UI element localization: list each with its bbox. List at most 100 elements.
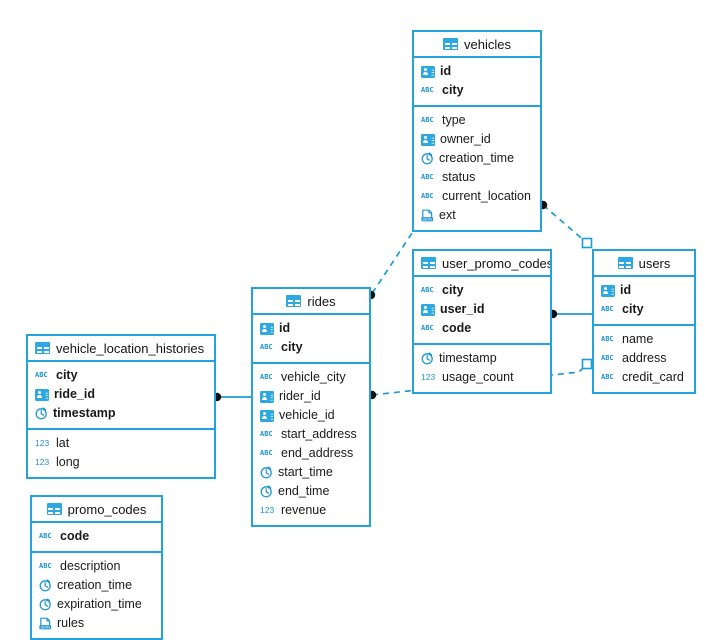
field-name: city — [442, 283, 464, 298]
json-document-icon: JSON — [421, 209, 434, 222]
field-name: current_location — [442, 189, 531, 204]
field-row[interactable]: id — [253, 319, 369, 338]
abc-string-icon: ABC — [601, 373, 614, 381]
field-row[interactable]: creation_time — [32, 576, 161, 595]
abc-string-icon: ABC — [39, 562, 52, 570]
table-title: vehicle_location_histories — [56, 340, 205, 356]
field-name: owner_id — [440, 132, 491, 147]
table-icon — [35, 342, 50, 354]
field-name: status — [442, 170, 476, 185]
field-name: lat — [56, 436, 70, 451]
relationship-vehicles-users[interactable] — [538, 200, 593, 249]
123-number-icon: 123 — [421, 372, 436, 382]
table-icon — [443, 38, 459, 50]
table-header[interactable]: vehicle_location_histories — [28, 336, 214, 362]
id-key-icon — [601, 284, 615, 297]
field-name: start_time — [278, 465, 333, 480]
id-key-icon — [421, 133, 435, 146]
relationship-user_promo_codes-users[interactable] — [548, 309, 592, 319]
table-header[interactable]: rides — [253, 289, 369, 315]
field-name: type — [442, 113, 466, 128]
field-row[interactable]: id — [594, 281, 694, 300]
table-icon — [46, 503, 62, 515]
field-name: creation_time — [439, 151, 515, 166]
abc-string-icon: ABC — [39, 532, 52, 540]
field-row[interactable]: vehicle_id — [253, 406, 369, 425]
relationship-vehicle-location-histories-rides[interactable] — [212, 392, 251, 402]
relationship-square-marker — [581, 237, 593, 249]
table-header[interactable]: promo_codes — [32, 497, 161, 523]
json-document-icon: JSON — [39, 617, 52, 630]
svg-text:JSON: JSON — [40, 626, 50, 630]
field-name: timestamp — [53, 406, 116, 421]
field-name: start_address — [281, 427, 357, 442]
abc-string-icon: ABC — [601, 335, 614, 343]
abc-string-icon: ABC — [421, 86, 434, 94]
field-row[interactable]: ABC vehicle_city — [253, 368, 369, 387]
table-header[interactable]: users — [594, 251, 694, 277]
field-row[interactable]: id — [414, 62, 540, 81]
field-row[interactable]: 123 usage_count — [414, 368, 550, 387]
table-icon — [286, 295, 302, 307]
field-name: name — [622, 332, 654, 347]
clock-timestamp-icon — [260, 466, 273, 479]
field-name: vehicle_city — [281, 370, 346, 385]
primary-key-section: ABC code — [32, 523, 161, 553]
field-name: end_address — [281, 446, 354, 461]
field-row[interactable]: ABC code — [32, 527, 161, 546]
abc-string-icon: ABC — [35, 371, 48, 379]
field-row[interactable]: timestamp — [414, 349, 550, 368]
field-row[interactable]: user_id — [414, 300, 550, 319]
field-name: id — [440, 64, 452, 79]
field-row[interactable]: ABC city — [414, 281, 550, 300]
field-row[interactable]: expiration_time — [32, 595, 161, 614]
field-row[interactable]: owner_id — [414, 130, 540, 149]
field-row[interactable]: creation_time — [414, 149, 540, 168]
abc-string-icon: ABC — [260, 373, 273, 381]
abc-string-icon: ABC — [601, 354, 614, 362]
table-header[interactable]: vehicles — [414, 32, 540, 58]
field-name: code — [60, 529, 90, 544]
field-row[interactable]: start_time — [253, 463, 369, 482]
field-row[interactable]: ABC name — [594, 330, 694, 349]
field-row[interactable]: rider_id — [253, 387, 369, 406]
field-name: timestamp — [439, 351, 497, 366]
field-name: rider_id — [279, 389, 321, 404]
field-name: usage_count — [442, 370, 514, 385]
field-row[interactable]: ABC city — [414, 81, 540, 100]
abc-string-icon: ABC — [421, 286, 434, 294]
field-name: city — [442, 83, 464, 98]
field-row[interactable]: end_time — [253, 482, 369, 501]
field-name: city — [622, 302, 644, 317]
field-row[interactable]: ride_id — [28, 385, 214, 404]
table-header[interactable]: user_promo_codes — [414, 251, 550, 277]
field-row[interactable]: timestamp — [28, 404, 214, 423]
